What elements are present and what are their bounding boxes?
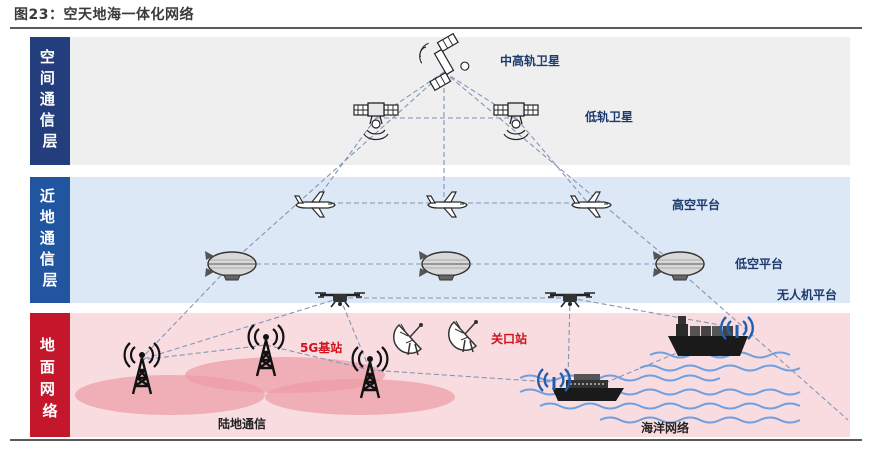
ocean-network-label: 海洋网络 <box>641 420 689 435</box>
space-layer-tab <box>30 37 70 165</box>
meo-satellite-label: 中高轨卫星 <box>500 53 560 68</box>
near-earth-layer-label: 近 地 通 信 层 <box>40 187 60 289</box>
land-communication-label: 陆地通信 <box>218 416 266 431</box>
base-station-5g-label: 5G基站 <box>300 340 342 355</box>
leo-satellite-label: 低轨卫星 <box>584 109 633 124</box>
near-earth-layer-tab <box>30 177 70 303</box>
uav-platform-label: 无人机平台 <box>776 287 837 302</box>
gateway-station-label: 关口站 <box>491 331 527 346</box>
ground-layer-label: 地 面 网 络 <box>40 336 60 420</box>
coverage-area-right <box>265 379 455 415</box>
ground-layer-tab <box>30 313 70 437</box>
near-earth-layer-band <box>30 177 850 303</box>
space-layer-label-char: 空 <box>40 48 55 66</box>
low-altitude-platform-label: 低空平台 <box>734 256 783 271</box>
space-layer-label: 空 间 通 信 层 <box>40 48 60 150</box>
high-altitude-platform-label: 高空平台 <box>672 197 720 212</box>
bottom-rule <box>10 439 862 441</box>
passenger-ship-icon <box>552 374 624 401</box>
figure-title: 图23：空天地海一体化网络 <box>14 7 194 23</box>
meo-satellite-icon <box>419 32 470 92</box>
top-rule <box>10 27 862 29</box>
